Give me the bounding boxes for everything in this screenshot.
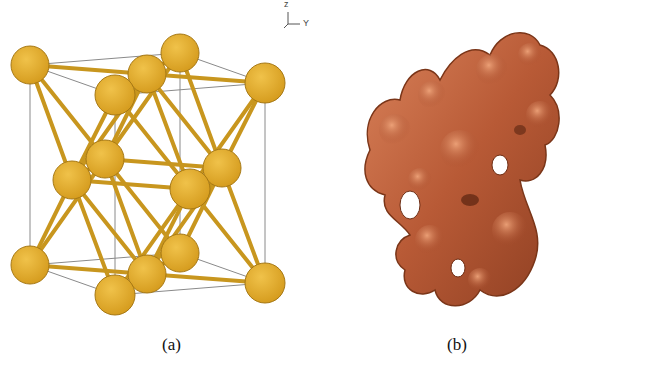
axis-triad (284, 12, 300, 28)
axis-label: Y (303, 19, 309, 28)
axis-label: z (284, 0, 289, 9)
unit-cell-edges (30, 53, 265, 295)
panel-label: (a) (162, 336, 181, 353)
copper-atoms (11, 34, 285, 315)
panel-label: (b) (447, 336, 467, 353)
copper-nugget (365, 33, 559, 306)
bonds (30, 53, 265, 295)
